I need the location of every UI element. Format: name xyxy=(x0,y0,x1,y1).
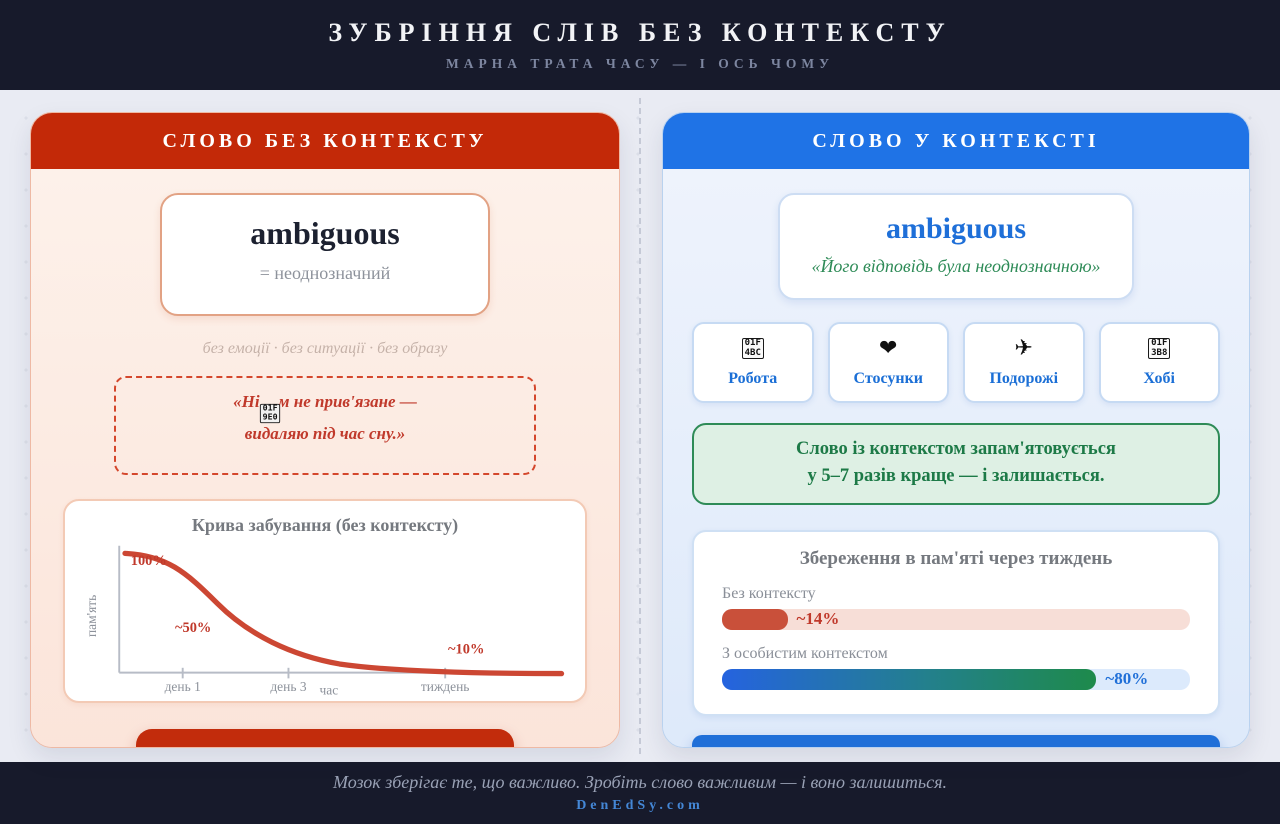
y-axis-label: пам'ять xyxy=(84,594,99,636)
tile-label-relationships: Стосунки xyxy=(853,370,924,387)
retention-bar-no-context: Без контексту ~14% xyxy=(722,585,1190,630)
forgetting-curve-svg: 100% ~50% ~10% день 1 день 3 тиждень час… xyxy=(84,545,565,697)
bar-track-no-context: ~14% xyxy=(722,608,1190,630)
benefit-callout-box: Слово із контекстом запам'ятовується у 5… xyxy=(692,423,1220,505)
no-context-tagline: без емоції · без ситуації · без образу xyxy=(202,340,448,357)
page-subtitle: МАРНА ТРАТА ЧАСУ — І ОСЬ ЧОМУ xyxy=(445,56,835,71)
bar-value-personal-context: ~80% xyxy=(1105,669,1149,689)
heart-icon: ❤ xyxy=(879,336,898,361)
word-context-card: ambiguous «Його відповідь була неоднозна… xyxy=(778,193,1134,300)
tile-label-work: Робота xyxy=(728,370,778,387)
bar-track-personal-context: ~80% xyxy=(722,668,1190,690)
retention-chart-card: Збереження в пам'яті через тиждень Без к… xyxy=(692,529,1220,716)
retention-bar-personal-context: З особистим контекстом ~80% xyxy=(722,645,1190,690)
x-tick-label-day3: день 3 xyxy=(270,678,307,693)
bar-fill-no-context xyxy=(722,608,788,630)
bar-label-no-context: Без контексту xyxy=(722,584,816,602)
right-card-body: ambiguous «Його відповідь була неоднозна… xyxy=(663,169,1249,747)
benefit-line2: у 5–7 разів краще — і залишається. xyxy=(807,465,1105,486)
x-tick-label-week: тиждень xyxy=(421,678,470,693)
right-card-header: СЛОВО У КОНТЕКСТІ xyxy=(663,113,1249,169)
word-card: ambiguous = неоднозначний xyxy=(160,193,490,316)
quote-line1-suffix: м не прив'язане — xyxy=(277,392,417,411)
page-title: ЗУБРІННЯ СЛІВ БЕЗ КОНТЕКСТУ xyxy=(328,18,952,47)
bar-label-personal-context: З особистим контекстом xyxy=(722,644,888,662)
bar-value-no-context: ~14% xyxy=(796,609,840,629)
forgetting-curve-chart: Крива забування (без контексту) 100% ~50… xyxy=(63,498,587,704)
tile-relationships: ❤ Стосунки xyxy=(827,322,949,403)
word-headword-blue: ambiguous xyxy=(885,212,1027,245)
chart-title: Крива забування (без контексту) xyxy=(191,514,459,535)
x-axis-label: час xyxy=(319,682,338,697)
brand-cta-banner: Кожне слово DenEdSy — одразу в контексті… xyxy=(692,734,1220,747)
card-with-context: СЛОВО У КОНТЕКСТІ ambiguous «Його відпов… xyxy=(662,112,1250,748)
footer: Мозок зберігає те, що важливо. Зробіть с… xyxy=(0,762,1280,824)
footer-site-link[interactable]: DenEdSy.com xyxy=(576,798,704,813)
retention-title: Збереження в пам'яті через тиждень xyxy=(799,547,1113,569)
left-card-body: ambiguous = неоднозначний без емоції · б… xyxy=(31,169,619,747)
tile-travel: ✈ Подорожі xyxy=(963,322,1085,403)
x-tick-label-day1: день 1 xyxy=(165,678,201,693)
main-area: СЛОВО БЕЗ КОНТЕКСТУ ambiguous = неоднозн… xyxy=(0,90,1280,762)
word-headword: ambiguous xyxy=(250,215,400,251)
bar-fill-personal-context xyxy=(722,668,1097,690)
curve-label-100: 100% xyxy=(131,552,167,568)
left-card-header: СЛОВО БЕЗ КОНТЕКСТУ xyxy=(31,113,619,169)
cycle-callout-box: Вивчив — забув — вивчив знову. Нескінчен… xyxy=(136,729,514,747)
airplane-icon: ✈ xyxy=(1014,336,1033,361)
cycle-title: Вивчив — забув — вивчив знову. xyxy=(148,746,502,747)
top-banner: ЗУБРІННЯ СЛІВ БЕЗ КОНТЕКСТУ МАРНА ТРАТА … xyxy=(0,0,1280,90)
card-without-context: СЛОВО БЕЗ КОНТЕКСТУ ambiguous = неоднозн… xyxy=(30,112,620,748)
word-example-sentence: «Його відповідь була неоднозначною» xyxy=(811,256,1101,276)
curve-label-50: ~50% xyxy=(175,620,211,636)
forgetting-curve-line xyxy=(122,550,565,676)
quote-line1-prefix: «Ні xyxy=(233,392,260,411)
footer-quote: Мозок зберігає те, що важливо. Зробіть с… xyxy=(333,772,947,792)
vertical-dashed-divider xyxy=(639,98,641,754)
word-translation: = неоднозначний xyxy=(259,263,391,283)
benefit-line1: Слово із контекстом запам'ятовується xyxy=(796,439,1116,459)
quote-line2: видаляю під час сну.» xyxy=(244,424,406,443)
tile-label-hobby: Хобі xyxy=(1143,370,1175,387)
tile-label-travel: Подорожі xyxy=(989,370,1059,387)
curve-label-10: ~10% xyxy=(448,641,484,657)
